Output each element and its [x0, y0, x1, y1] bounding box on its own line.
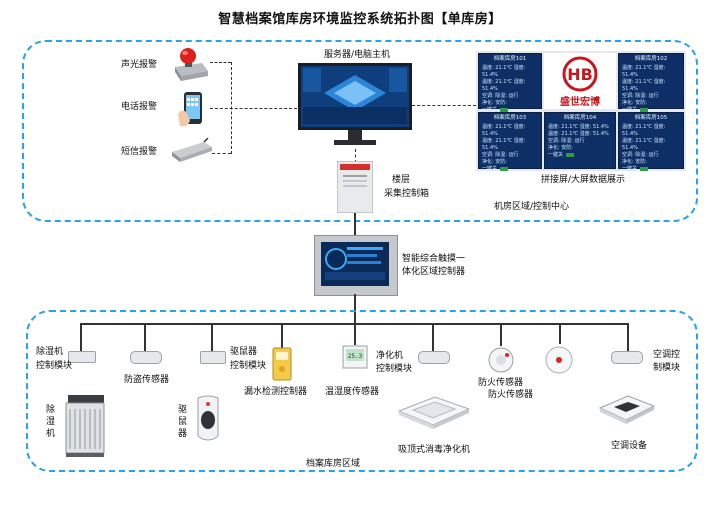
server-monitor-icon: [298, 63, 412, 149]
purifier-module-label-1: 净化机: [376, 351, 404, 361]
phone-alarm-icon: [176, 90, 210, 130]
rodent-repeller-label: 驱鼠器: [178, 405, 188, 439]
anti-theft-sensor-icon: [130, 351, 162, 364]
screen-panel: 档案库房105 温度: 21.1℃ 湿度: 51.4% 温度: 21.1℃ 湿度…: [618, 112, 684, 172]
alarm-link-3: [212, 153, 231, 154]
drop-purifier: [432, 323, 434, 351]
fire-sensor-2-icon: [544, 344, 574, 376]
logo-text: 盛世宏博: [560, 97, 600, 108]
logo-panel: HB 盛世宏博: [544, 53, 616, 109]
svg-text:25.3: 25.3: [348, 353, 363, 360]
purifier-module-icon: [418, 351, 450, 364]
dehumidifier-label: 除湿机: [46, 405, 56, 439]
floorbox-to-controller-line: [354, 213, 356, 235]
fire-sensor-1-label: 防火传感器: [478, 378, 524, 388]
screen-panel: 档案库房103 温度: 21.1℃ 湿度: 51.4% 温度: 21.1℃ 湿度…: [478, 112, 542, 172]
dehumidifier-module-label-2: 控制模块: [36, 361, 73, 371]
rodent-module-icon: [200, 351, 226, 364]
drop-ac: [627, 323, 629, 351]
touch-controller-icon: [314, 235, 398, 296]
rodent-module-label-1: 驱鼠器: [230, 347, 258, 357]
screen-panel: 档案库房101 温度: 21.1℃ 湿度: 51.4% 温度: 21.1℃ 湿度…: [478, 53, 542, 113]
ac-module-icon: [611, 351, 643, 364]
controller-label-1: 智能综合触摸一: [402, 254, 466, 264]
drop-fire1: [500, 323, 502, 346]
control-center-label: 机房区域/控制中心: [494, 202, 570, 212]
server-to-screen-link: [412, 105, 476, 106]
sms-alarm-icon: [168, 137, 214, 164]
ac-module-label-2: 制模块: [653, 363, 681, 373]
display-wall: 档案库房101 温度: 21.1℃ 湿度: 51.4% 温度: 21.1℃ 湿度…: [476, 51, 686, 172]
dehumidifier-icon: [62, 393, 108, 459]
controller-label-2: 体化区域控制器: [402, 267, 466, 277]
ceiling-purifier-icon: [395, 393, 473, 431]
screen-panel: 档案库房102 温度: 21.1℃ 湿度: 51.4% 温度: 21.1℃ 湿度…: [618, 53, 684, 113]
dehumidifier-module-icon: [68, 351, 96, 363]
purifier-label: 吸顶式消毒净化机: [398, 445, 471, 455]
screen-panel: 档案库房104 温度: 21.1℃ 湿度: 51.4% 温度: 21.1℃ 湿度…: [544, 112, 616, 169]
anti-theft-label: 防盗传感器: [124, 375, 170, 385]
sound-light-alarm-label: 声光报警: [121, 60, 158, 70]
sms-alarm-label: 短信报警: [121, 147, 158, 157]
control-center-zone: [22, 40, 698, 222]
alarm-link-2: [210, 108, 297, 109]
alarm-link-1: [210, 62, 231, 63]
phone-alarm-label: 电话报警: [121, 102, 158, 112]
drop-fire2: [559, 323, 561, 344]
company-logo-icon: HB: [562, 56, 598, 92]
diagram-title: 智慧档案馆库房环境监控系统拓扑图【单库房】: [218, 12, 502, 27]
rodent-module-label-2: 控制模块: [230, 361, 267, 371]
server-label: 服务器/电脑主机: [324, 50, 391, 60]
dehumidifier-module-label-1: 除湿机: [36, 347, 64, 357]
fire-sensor-1-icon: [487, 346, 515, 374]
server-to-floorbox-link: [355, 149, 356, 163]
drop-leak: [281, 323, 283, 348]
temp-humidity-label: 温湿度传感器: [325, 387, 380, 397]
rodent-repeller-icon: [194, 394, 222, 444]
leak-detector-label: 漏水检测控制器: [244, 387, 308, 397]
drop-dehumidifier: [80, 323, 82, 351]
drop-rodent: [211, 323, 213, 351]
display-wall-label: 拼接屏/大屏数据展示: [541, 175, 626, 185]
floor-box-label-2: 采集控制箱: [384, 189, 430, 199]
ac-unit-icon: [598, 392, 656, 430]
storage-room-zone: [26, 310, 698, 472]
floor-control-box-icon: [336, 160, 374, 214]
controller-to-bus-line: [354, 294, 356, 323]
purifier-module-label-2: 控制模块: [376, 364, 413, 374]
floor-box-label-1: 楼层: [392, 175, 411, 185]
sound-light-alarm-icon: [170, 45, 210, 83]
leak-detector-icon: [272, 347, 292, 381]
temp-humidity-sensor-icon: 25.3: [342, 345, 368, 369]
controller-screen: [321, 242, 389, 286]
svg-text:HB: HB: [567, 65, 593, 84]
storage-zone-label: 档案库房区域: [306, 459, 361, 469]
fire-sensor-2-label: 防火传感器: [488, 390, 534, 400]
ac-module-label-1: 空调控: [653, 350, 681, 360]
drop-temp-humidity: [354, 323, 356, 345]
drop-anti-theft: [144, 323, 146, 351]
ac-unit-label: 空调设备: [611, 441, 648, 451]
